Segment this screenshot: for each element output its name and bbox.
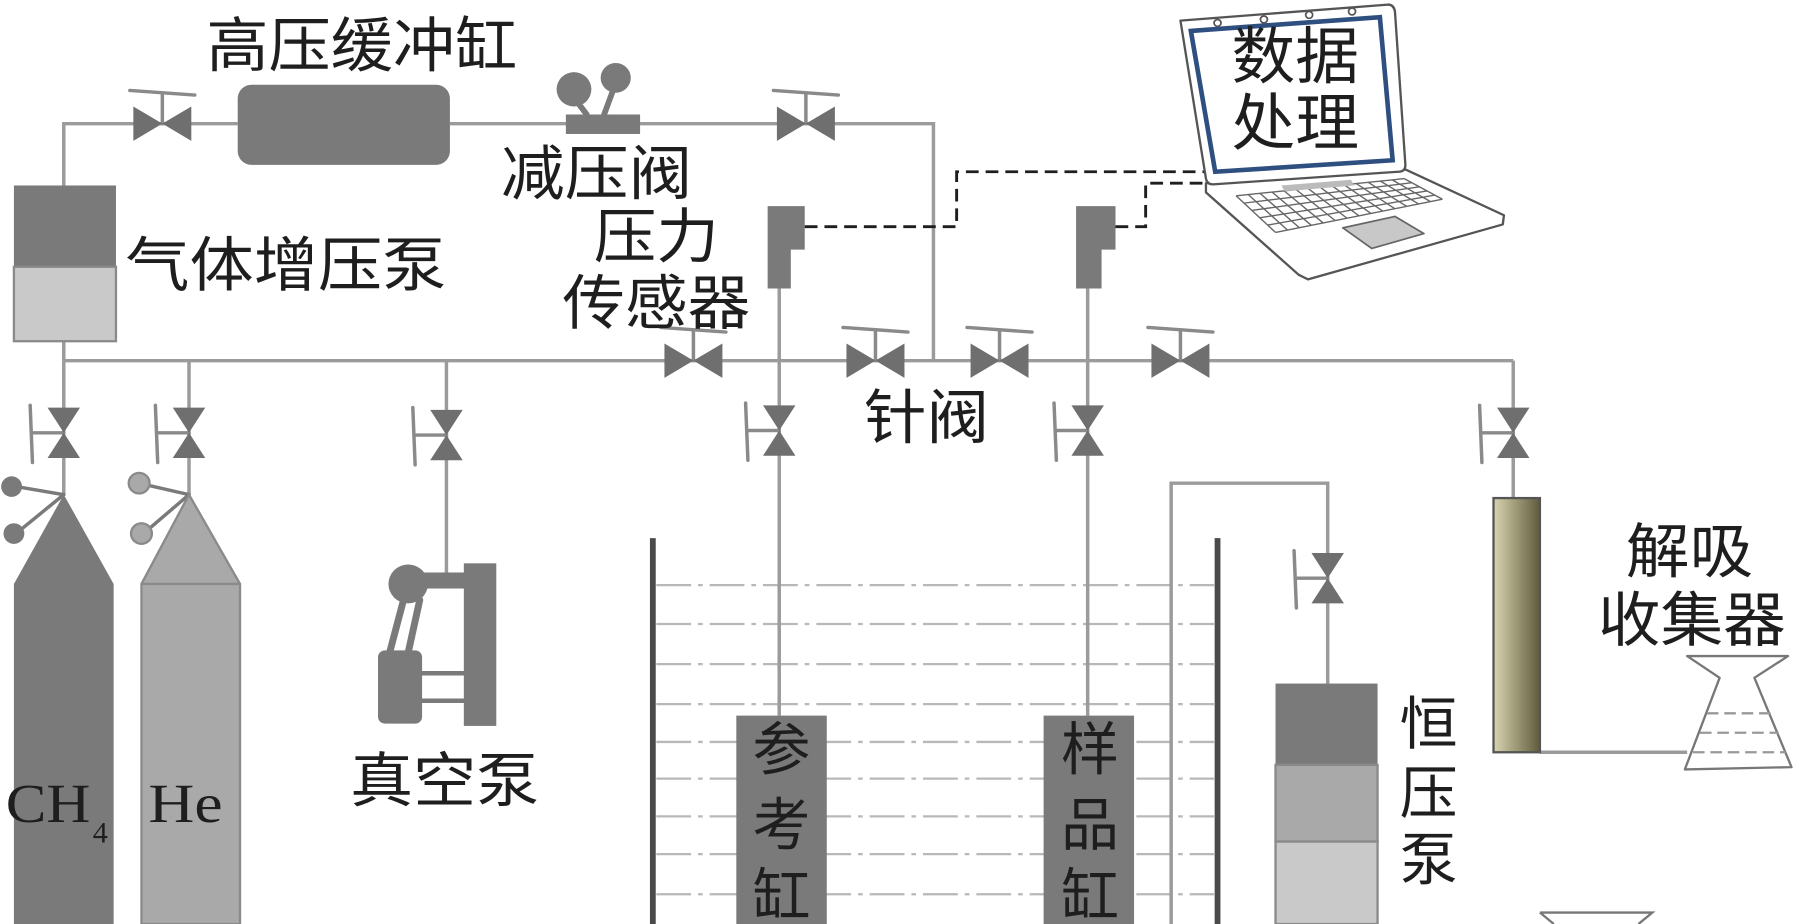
pressure-reducing-valve-label: 减压阀: [501, 140, 692, 210]
laptop-hinge-dot: [1347, 7, 1357, 16]
valve-icon: [743, 401, 798, 463]
sample-cell-label-char2: 品: [1061, 792, 1119, 859]
reference-cell: [736, 715, 827, 924]
valve-icon: [1292, 548, 1346, 610]
ch4-cylinder: [1, 476, 114, 924]
he-label: He: [148, 773, 222, 834]
pressure-sensor-icon: [767, 206, 805, 289]
laptop-hinge-dot: [1213, 18, 1222, 28]
pressure-sensor-icon: [1076, 206, 1116, 289]
gauge-icon: [129, 522, 154, 546]
collector-flask-icon: [1683, 654, 1793, 771]
buffer-tank: [237, 84, 450, 165]
pressure-sensor-label-line1: 压力: [594, 203, 719, 273]
needle-valve-label: 针阀: [864, 384, 989, 454]
sample-cell-label-char3: 缸: [1061, 863, 1119, 924]
ch4-label-subscript: 4: [93, 817, 108, 850]
constant-pressure-pump-bottom: [1274, 840, 1379, 924]
constant-pressure-pump-label-char3: 泵: [1400, 827, 1458, 894]
vacuum-pump-icon: [378, 563, 497, 726]
data-processing-label-line2: 处理: [1231, 87, 1359, 160]
pressure-sensor-label-line2: 传感器: [562, 269, 750, 339]
gauge-icon: [1, 476, 23, 497]
valve-icon: [1477, 403, 1532, 465]
pressure-reducing-valve-icon: [556, 62, 641, 134]
needle-valve-icon: [841, 325, 910, 380]
gauge-icon: [3, 523, 25, 544]
he-cylinder: [127, 471, 242, 924]
pipe-booster-to-buffer: [62, 121, 238, 186]
piping: [62, 121, 1688, 924]
data-cable: [1115, 181, 1212, 229]
constant-pressure-pump: [1274, 683, 1379, 924]
water-bath: [649, 538, 1221, 924]
laptop-hinge-dot: [1304, 10, 1314, 20]
desorption-collector-label-line1: 解吸: [1626, 518, 1754, 588]
he-cylinder-body: [140, 492, 242, 924]
gas-booster-pump-bottom: [12, 265, 118, 343]
constant-pressure-pump-label-char2: 压: [1400, 760, 1458, 827]
ch4-label: CH: [6, 773, 91, 834]
ch4-cylinder-body: [13, 494, 114, 924]
reference-cell-label-char1: 参: [753, 717, 811, 784]
desorption-collector-label-line2: 收集器: [1598, 587, 1786, 657]
gauge-icon: [127, 471, 151, 495]
laptop-hinge-dot: [1259, 15, 1269, 24]
gas-booster-pump: [12, 185, 118, 343]
data-processing-label-line1: 数据: [1231, 20, 1359, 93]
valve-icon: [1052, 401, 1106, 463]
reference-cell-label-char2: 考: [753, 792, 811, 859]
gas-booster-pump-top: [13, 185, 116, 267]
constant-pressure-pump-top: [1275, 683, 1378, 765]
reference-cell-label-char3: 缸: [753, 863, 811, 924]
valve-icon: [965, 325, 1034, 380]
secondary-flask-icon: [1539, 911, 1656, 924]
valve-icon: [1146, 325, 1215, 380]
sample-cell-label-char1: 样: [1061, 717, 1119, 784]
constant-pressure-pump-middle: [1274, 763, 1379, 843]
data-cable: [804, 170, 1212, 229]
laptop-trackpad: [1341, 215, 1425, 250]
valve-icon: [128, 88, 197, 143]
buffer-tank-label: 高压缓冲缸: [206, 12, 517, 82]
gas-booster-pump-label: 气体增压泵: [125, 232, 446, 302]
laptop-icon: 数据 处理: [1179, 3, 1506, 281]
valve-icon: [153, 403, 207, 465]
desorption-column: [1492, 496, 1542, 754]
valve-icon: [28, 403, 82, 465]
vacuum-pump-label: 真空泵: [350, 747, 539, 817]
valve-icon: [771, 88, 841, 143]
constant-pressure-pump-label-char1: 恒: [1400, 692, 1458, 759]
laptop-screen: [1188, 14, 1396, 175]
valve-icon: [411, 405, 465, 467]
laptop-hinge-strip: [1281, 179, 1355, 192]
sample-cell: [1043, 715, 1135, 924]
